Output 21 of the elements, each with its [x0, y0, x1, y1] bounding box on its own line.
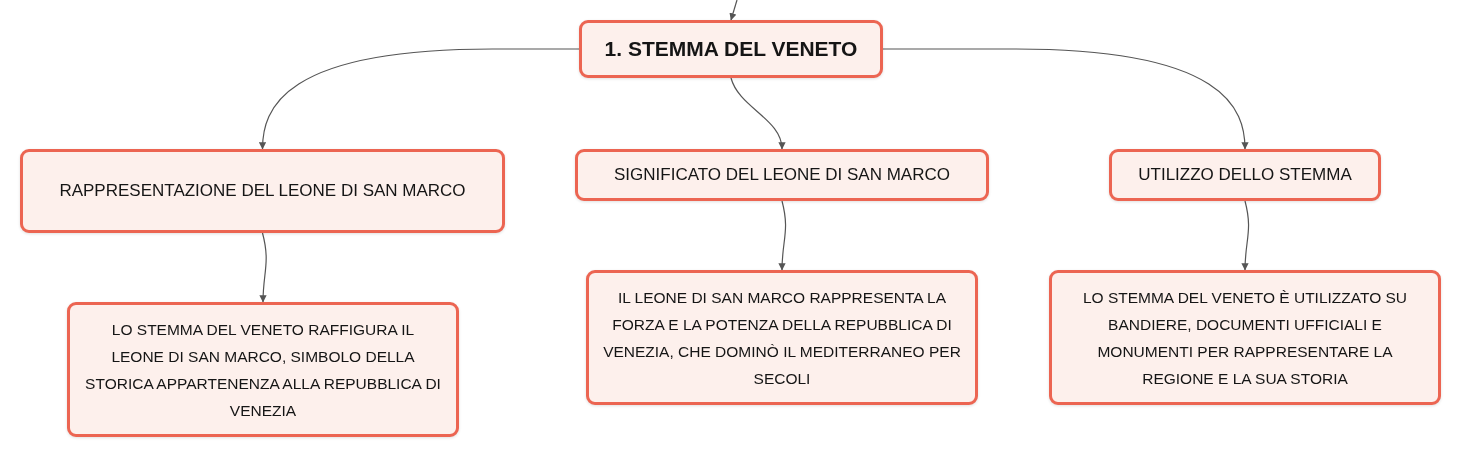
- arrow: [778, 200, 787, 271]
- node-text: IL LEONE DI SAN MARCO RAPPRESENTA LA FORZA E LA POTENZA DELLA REPUBBLICA DI VENEZIA, CHE DOMINÒ IL MEDITERRANEO PER SECOLI: [603, 287, 961, 389]
- root-topic-box: [579, 20, 883, 78]
- node-text: SIGNIFICATO DEL LEONE DI SAN MARCO: [614, 164, 950, 186]
- node-text: RAPPRESENTAZIONE DEL LEONE DI SAN MARCO: [59, 180, 466, 202]
- node-text: LO STEMMA DEL VENETO RAFFIGURA IL LEONE DI SAN MARCO, SIMBOLO DELLA STORICA APPARTENENZA ALLA REPUBBLICA DI VENEZIA: [84, 319, 442, 421]
- arrow: [730, 77, 785, 150]
- node-text: 1. STEMMA DEL VENETO: [604, 36, 858, 62]
- detail-box: [1049, 270, 1441, 405]
- topic-box: [1109, 149, 1381, 201]
- node-text: LO STEMMA DEL VENETO È UTILIZZATO SU BANDIERE, DOCUMENTI UFFICIALI E MONUMENTI PER RAPPRESENTARE LA REGIONE E LA SUA STORIA: [1081, 287, 1409, 389]
- arrow: [729, 0, 738, 21]
- node-text: UTILIZZO DELLO STEMMA: [1138, 164, 1352, 186]
- detail-box: [586, 270, 978, 405]
- arrow: [259, 232, 267, 303]
- arrow: [1241, 200, 1250, 271]
- topic-box: [20, 149, 505, 233]
- arrow: [882, 48, 1249, 150]
- detail-box: [67, 302, 459, 437]
- topic-box: [575, 149, 989, 201]
- arrow: [259, 48, 580, 150]
